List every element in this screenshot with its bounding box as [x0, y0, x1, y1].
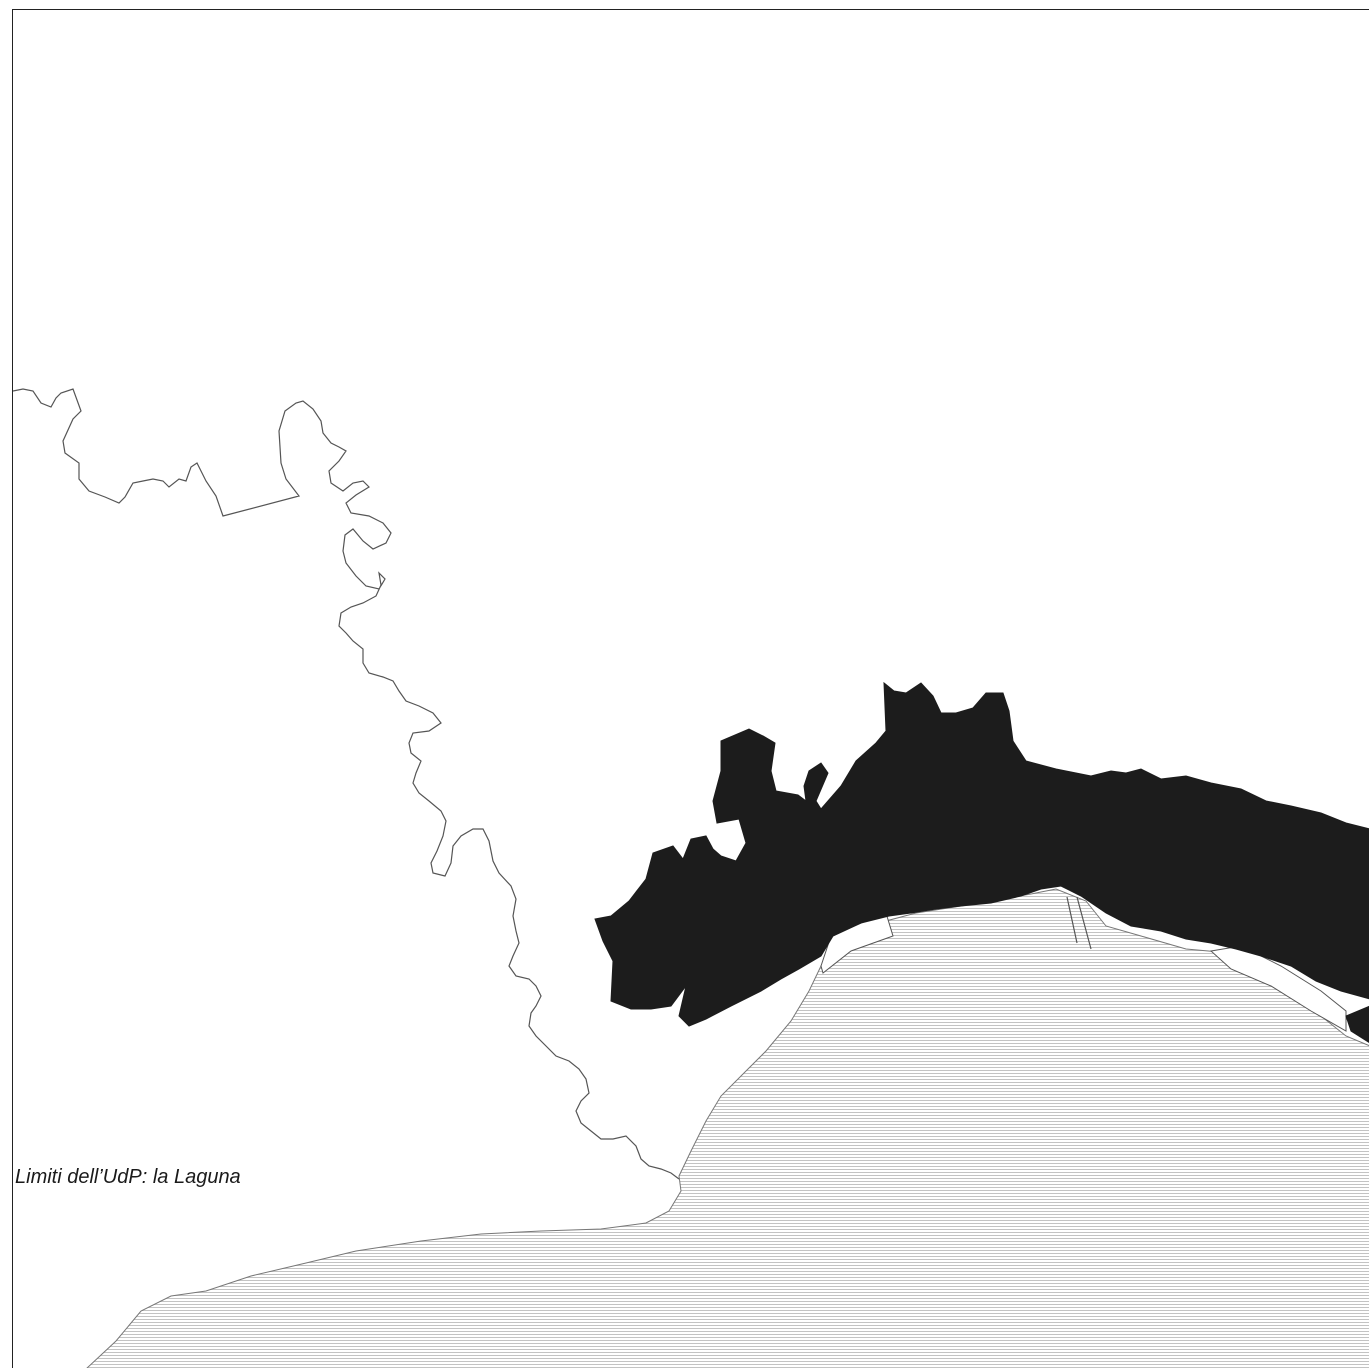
map-frame: Limiti dell’UdP: la Laguna	[12, 9, 1369, 1368]
jetty	[1066, 896, 1078, 944]
jetty	[1076, 896, 1092, 950]
map-caption: Limiti dell’UdP: la Laguna	[15, 1166, 241, 1188]
lagoon-map	[13, 388, 1369, 1368]
boundary-line	[13, 388, 680, 1180]
lagoon-area	[594, 681, 1369, 1043]
